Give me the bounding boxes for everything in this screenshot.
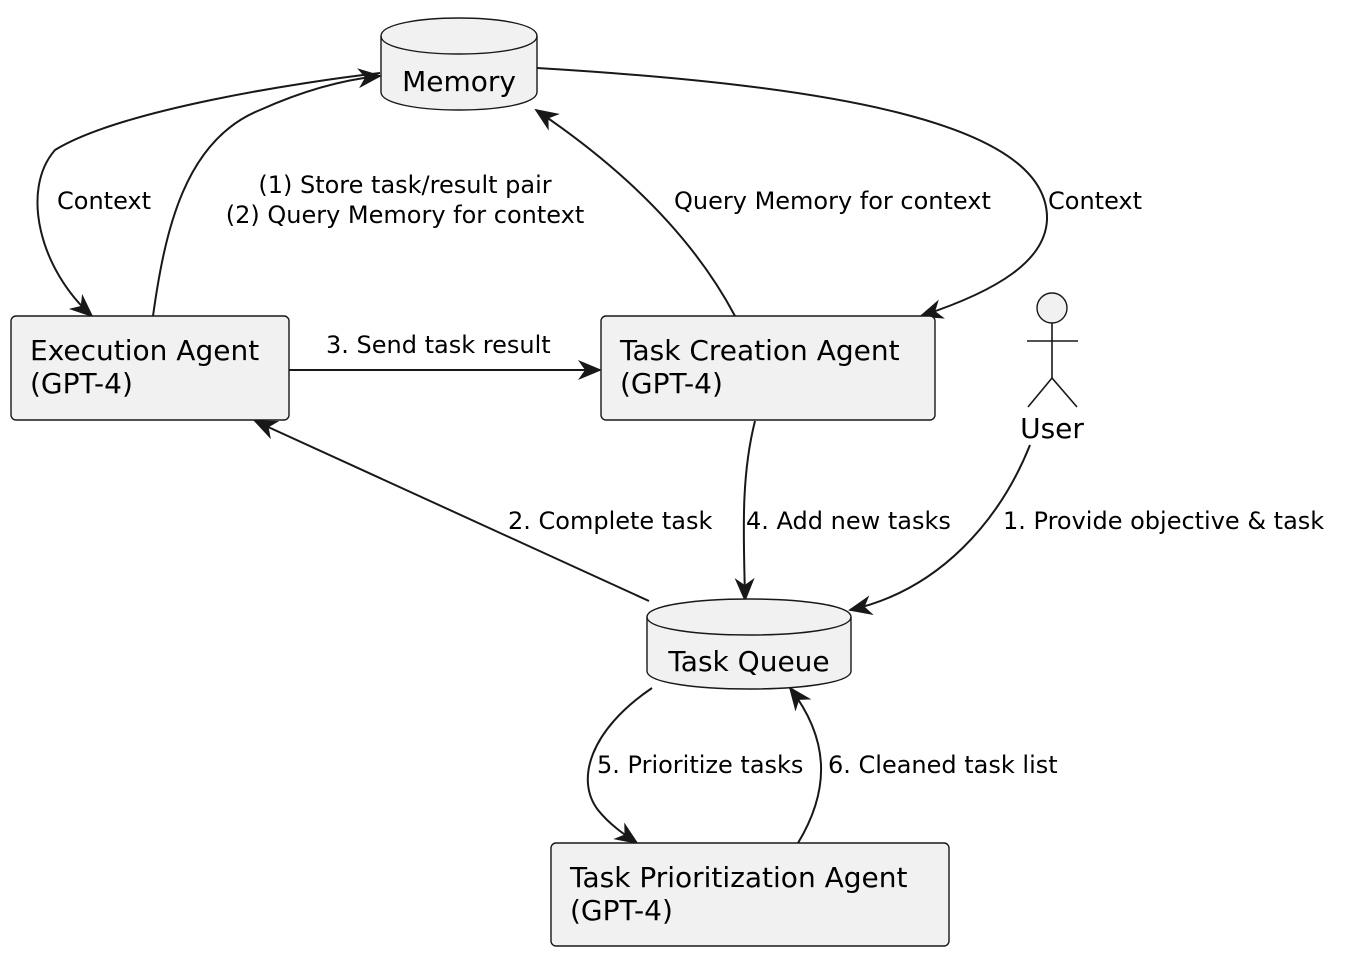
edges bbox=[36, 67, 1049, 845]
task-creation-agent-node: Task Creation Agent (GPT-4) bbox=[600, 315, 936, 421]
label-queue-to-prioritization: 5. Prioritize tasks bbox=[597, 751, 803, 779]
execution-agent-model: (GPT-4) bbox=[30, 367, 133, 400]
edge-execution-to-memory bbox=[152, 68, 382, 317]
task-queue-label: Task Queue bbox=[667, 645, 829, 678]
task-prioritization-agent-box bbox=[550, 842, 950, 947]
label-queue-to-execution: 2. Complete task bbox=[508, 507, 712, 535]
execution-agent-box bbox=[10, 315, 290, 421]
label-execution-to-creation: 3. Send task result bbox=[326, 331, 551, 359]
label-creation-to-memory: Query Memory for context bbox=[674, 187, 991, 215]
edge-queue-to-execution bbox=[253, 420, 650, 602]
execution-agent-label: Execution Agent bbox=[30, 334, 259, 367]
edge-labels: Context (1) Store task/result pair (2) Q… bbox=[57, 171, 1324, 779]
database-icon bbox=[646, 598, 852, 690]
task-creation-agent-model: (GPT-4) bbox=[620, 367, 723, 400]
database-icon bbox=[380, 17, 538, 111]
memory-label: Memory bbox=[402, 65, 516, 98]
edge-memory-to-creation bbox=[536, 67, 1049, 319]
memory-node: Memory bbox=[380, 17, 538, 111]
edge-creation-to-memory bbox=[534, 108, 736, 317]
label-execution-to-memory-line1: (1) Store task/result pair bbox=[258, 171, 551, 199]
edge-prioritization-to-queue bbox=[788, 686, 822, 844]
label-prioritization-to-queue: 6. Cleaned task list bbox=[828, 751, 1058, 779]
execution-agent-node: Execution Agent (GPT-4) bbox=[10, 315, 290, 421]
label-creation-to-queue: 4. Add new tasks bbox=[746, 507, 951, 535]
task-creation-agent-box bbox=[600, 315, 936, 421]
label-memory-to-execution: Context bbox=[57, 187, 151, 215]
edge-memory-to-execution bbox=[36, 72, 381, 318]
task-prioritization-agent-node: Task Prioritization Agent (GPT-4) bbox=[550, 842, 950, 947]
task-prioritization-agent-label: Task Prioritization Agent bbox=[569, 861, 907, 894]
user-actor: User bbox=[1020, 292, 1084, 445]
label-execution-to-memory-line2: (2) Query Memory for context bbox=[226, 201, 585, 229]
user-label: User bbox=[1020, 412, 1084, 445]
task-queue-node: Task Queue bbox=[646, 598, 852, 690]
edge-user-to-queue bbox=[848, 444, 1031, 615]
task-creation-agent-label: Task Creation Agent bbox=[619, 334, 900, 367]
task-prioritization-agent-model: (GPT-4) bbox=[570, 894, 673, 927]
database-rim bbox=[380, 35, 538, 55]
database-rim bbox=[646, 616, 852, 636]
label-user-to-queue: 1. Provide objective & task bbox=[1003, 507, 1324, 535]
edge-creation-to-queue bbox=[734, 420, 756, 602]
edge-queue-to-prioritization bbox=[586, 687, 653, 845]
actor-icon bbox=[1027, 292, 1078, 408]
label-memory-to-creation: Context bbox=[1048, 187, 1142, 215]
